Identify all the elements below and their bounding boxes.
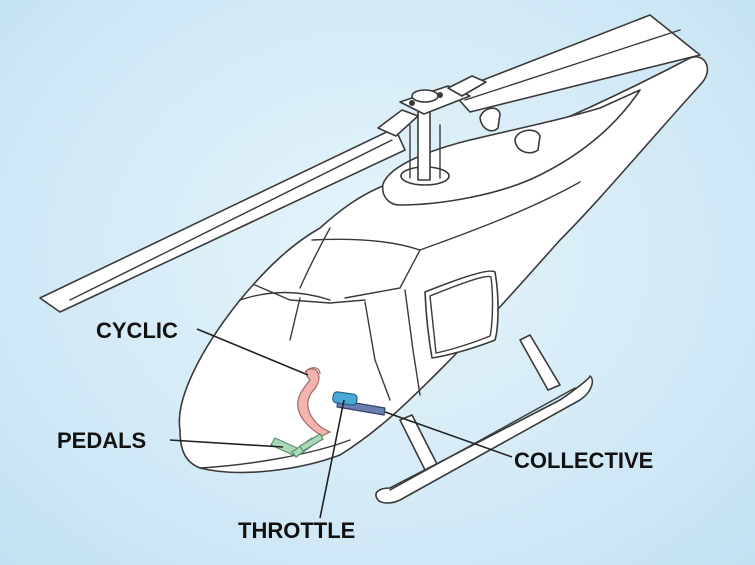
landing-skids — [375, 334, 594, 504]
rotor-blade-rear — [451, 14, 701, 113]
collective-lever — [332, 391, 386, 416]
cyclic-label: CYCLIC — [96, 318, 178, 343]
collective-leader-line — [384, 411, 513, 458]
pedals-label: PEDALS — [57, 428, 146, 453]
throttle-label: THROTTLE — [238, 518, 355, 543]
cyclic-leader-line — [196, 328, 309, 376]
rotor-blade-front — [39, 127, 406, 313]
pedals-leader-line — [169, 439, 284, 448]
collective-label: COLLECTIVE — [514, 448, 653, 473]
rotor-hub — [377, 75, 487, 181]
pedals — [270, 433, 324, 458]
throttle-leader-line — [319, 399, 345, 519]
fuselage — [178, 56, 709, 474]
cyclic-stick — [297, 367, 332, 437]
